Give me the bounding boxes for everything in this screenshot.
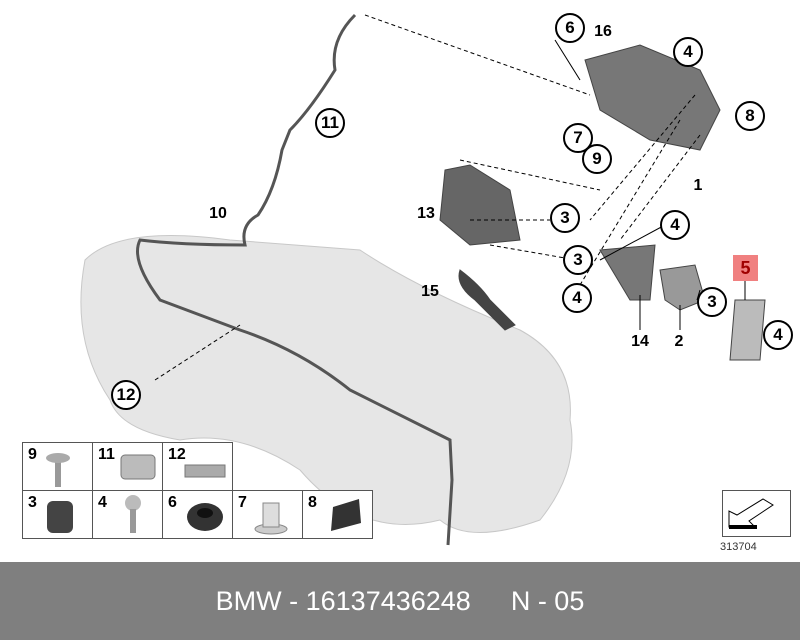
callout-15: 15 [421, 283, 439, 300]
callout-8: 8 [735, 101, 765, 131]
callout-6: 6 [555, 13, 585, 43]
callout-2: 2 [674, 333, 684, 350]
solid-leaders [554, 39, 746, 330]
part-number: 7 [238, 494, 247, 511]
arrow-symbol [722, 490, 791, 537]
callout-7: 7 [563, 123, 593, 153]
callout-3: 3 [550, 203, 580, 233]
part-cell: 11 [92, 442, 163, 491]
part-cell: 9 [22, 442, 93, 491]
callout-10: 10 [209, 205, 227, 222]
part-cell: 4 [92, 490, 163, 539]
bushing-icon [254, 502, 288, 535]
part-cell: 8 [302, 490, 373, 539]
arrow-icon [728, 498, 774, 529]
fuel-lines [136, 13, 454, 546]
part-number-label: BMW - 16137436248 [215, 585, 471, 616]
parts-diagram: 6 16 4 8 7 9 1 11 10 13 3 3 15 4 4 14 2 … [22, 13, 793, 553]
bolt-icon [46, 453, 70, 487]
diagram-drawing [80, 13, 766, 546]
callout-4: 4 [763, 320, 793, 350]
screw-icon [125, 495, 141, 533]
callout-16: 16 [594, 23, 612, 40]
part-number: 8 [308, 494, 317, 511]
part-cell: 12 [162, 442, 233, 491]
callout-14: 14 [631, 333, 649, 350]
part-cell: 7 [232, 490, 303, 539]
part-number: 4 [98, 494, 107, 511]
reference-number: 313704 [720, 541, 757, 553]
part-cell: 6 [162, 490, 233, 539]
rubber-cap-icon [331, 499, 361, 531]
part-number: 6 [168, 494, 177, 511]
ring-grommet-icon [187, 503, 223, 531]
clip-icon [120, 454, 156, 480]
callout-1: 1 [693, 177, 703, 194]
part-number: 11 [98, 446, 115, 463]
callout-4: 4 [562, 283, 592, 313]
footer-bar: BMW - 16137436248 N - 05 [0, 562, 800, 640]
callout-12: 12 [111, 380, 141, 410]
part-number: 12 [168, 446, 186, 463]
callout-11: 11 [315, 108, 345, 138]
callout-4: 4 [673, 37, 703, 67]
components [439, 44, 766, 361]
part-number: 9 [28, 446, 37, 463]
clip-holder-icon [184, 464, 226, 478]
page-label: N - 05 [510, 585, 585, 616]
callout-9: 9 [582, 144, 612, 174]
leader-lines [154, 14, 701, 381]
callout-3: 3 [697, 287, 727, 317]
callout-5-highlighted[interactable]: 5 [733, 255, 758, 281]
fuel-tank [80, 235, 573, 533]
part-cell: 3 [22, 490, 93, 539]
callout-4: 4 [660, 210, 690, 240]
callout-13: 13 [417, 205, 435, 222]
grommet-icon [47, 501, 73, 533]
callout-3: 3 [563, 245, 593, 275]
part-number: 3 [28, 494, 37, 511]
